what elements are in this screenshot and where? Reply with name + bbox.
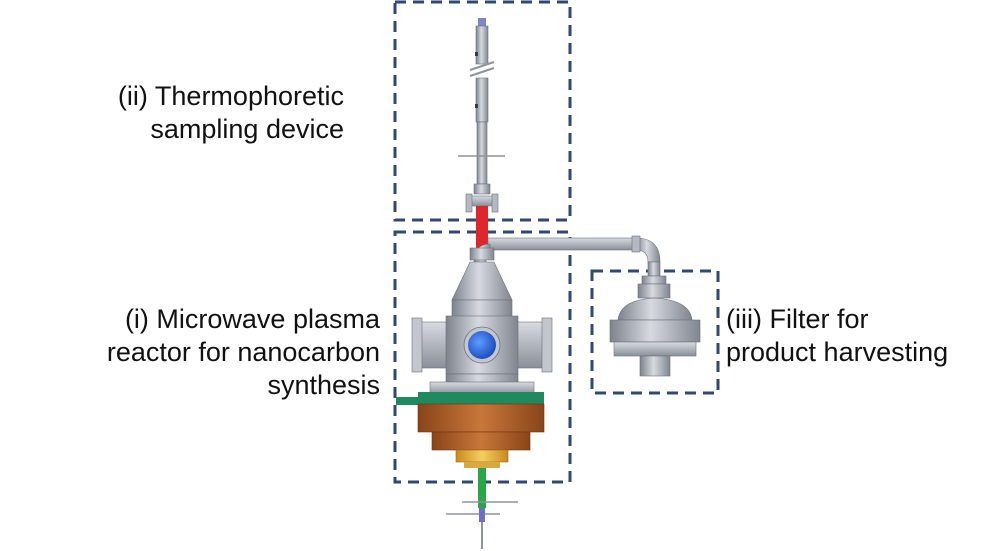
label-filter-line1: (iii) Filter for: [726, 304, 869, 334]
label-reactor-line1: (i) Microwave plasma: [124, 304, 380, 334]
sampling-probe: [458, 18, 505, 213]
red-connection-tube: [476, 206, 488, 248]
label-sampling-line1: (ii) Thermophoretic: [117, 81, 344, 111]
transfer-pipe: [473, 235, 661, 277]
viewport-window: [468, 331, 496, 359]
label-reactor-line3: synthesis: [267, 370, 380, 400]
label-plasma-reactor: (i) Microwave plasma reactor for nanocar…: [40, 303, 380, 402]
plasma-reactor: [396, 247, 553, 549]
label-filter-line2: product harvesting: [726, 337, 949, 367]
label-sampling-device: (ii) Thermophoretic sampling device: [70, 80, 344, 146]
label-reactor-line2: reactor for nanocarbon: [106, 337, 380, 367]
box-sampling-device: [393, 0, 572, 222]
label-filter: (iii) Filter for product harvesting: [726, 303, 996, 369]
label-sampling-line2: sampling device: [150, 114, 344, 144]
product-filter: [609, 275, 701, 377]
